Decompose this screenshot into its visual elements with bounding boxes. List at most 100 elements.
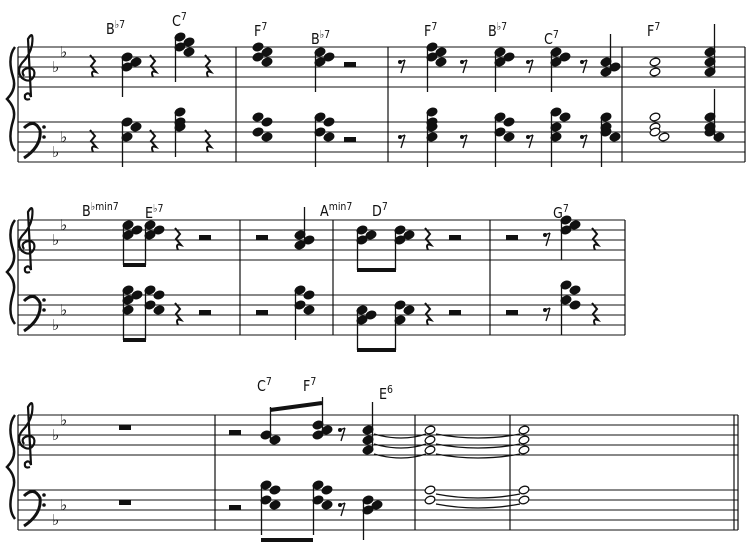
eighth-rest-icon [544, 232, 551, 236]
eighth-rest-icon [462, 134, 468, 149]
bass-clef-icon [22, 490, 42, 528]
quarter-rest-icon [149, 129, 160, 153]
tie [435, 493, 521, 499]
tie [435, 453, 521, 459]
flat-sign-icon: ♭ [60, 301, 67, 319]
eighth-rest-icon [527, 59, 534, 63]
chord-symbol: B♭min7 [82, 200, 119, 220]
chord-symbol: C7 [172, 10, 187, 30]
notehead [261, 132, 273, 142]
half-rest-icon [256, 235, 268, 240]
eighth-rest-icon [400, 134, 406, 149]
eighth-rest-icon [399, 134, 406, 138]
half-rest-icon [199, 310, 211, 315]
brace-icon [5, 414, 17, 520]
bass-clef-icon [42, 493, 46, 497]
half-rest-icon [506, 310, 518, 315]
notehead [424, 435, 436, 445]
notehead [303, 305, 315, 315]
eighth-rest-icon [340, 502, 346, 517]
flat-sign-icon: ♭ [60, 216, 67, 234]
notehead [518, 445, 530, 455]
tie [435, 433, 521, 439]
notehead [269, 435, 281, 445]
notehead [321, 485, 333, 495]
chord-symbol: F7 [254, 20, 268, 40]
tie [435, 443, 521, 449]
flat-sign-icon: ♭ [52, 231, 59, 249]
notehead [518, 425, 530, 435]
chord-symbol: E♭7 [145, 202, 164, 222]
flat-sign-icon: ♭ [52, 58, 59, 76]
notehead [183, 47, 195, 57]
flat-sign-icon: ♭ [60, 496, 67, 514]
notehead [518, 495, 530, 505]
half-rest-icon [506, 235, 518, 240]
eighth-rest-icon [461, 134, 468, 138]
eighth-rest-icon [340, 427, 346, 442]
notehead [303, 290, 315, 300]
chord-symbol: C7 [257, 375, 272, 395]
notehead [713, 132, 725, 142]
bass-clef-icon [22, 295, 42, 333]
bass-clef-icon [42, 503, 46, 507]
whole-rest-icon [119, 425, 131, 430]
bass-clef-icon [42, 308, 46, 312]
notehead [252, 52, 264, 62]
chord-symbol: B♭7 [106, 18, 126, 38]
notehead [503, 132, 515, 142]
notehead [261, 117, 273, 127]
notehead [252, 42, 264, 52]
notehead [424, 425, 436, 435]
notehead [658, 132, 670, 142]
eighth-rest-icon [527, 134, 534, 138]
tie [373, 443, 427, 449]
chord-symbol: D7 [372, 200, 388, 220]
chord-symbol: G7 [553, 202, 569, 222]
chord-symbol: F7 [647, 20, 661, 40]
tie [373, 433, 427, 439]
quarter-rest-icon [204, 129, 215, 153]
notehead [424, 495, 436, 505]
flat-sign-icon: ♭ [52, 511, 59, 529]
quarter-rest-icon [174, 227, 185, 251]
chord-symbol: C7 [544, 28, 559, 48]
brace-icon [5, 46, 17, 152]
notehead [649, 67, 661, 77]
half-rest-icon [344, 62, 356, 67]
half-rest-icon [199, 235, 211, 240]
notehead [435, 57, 447, 67]
chord-symbol: F7 [424, 20, 438, 40]
whole-rest-icon [119, 500, 131, 505]
flat-sign-icon: ♭ [52, 426, 59, 444]
eighth-rest-icon [400, 59, 406, 74]
notehead [559, 112, 571, 122]
flat-sign-icon: ♭ [52, 143, 59, 161]
flat-sign-icon: ♭ [60, 43, 67, 61]
chord-symbol: B♭7 [488, 20, 508, 40]
eighth-rest-icon [461, 59, 468, 63]
eighth-rest-icon [582, 59, 588, 74]
notehead [269, 500, 281, 510]
chord-symbol: B♭7 [311, 28, 331, 48]
half-rest-icon [344, 137, 356, 142]
chord-symbol: Amin7 [320, 200, 353, 220]
notehead [649, 127, 661, 137]
quarter-rest-icon [424, 302, 435, 326]
notehead [261, 57, 273, 67]
notehead [130, 122, 142, 132]
notehead [323, 117, 335, 127]
quarter-rest-icon [174, 302, 185, 326]
bass-clef-icon [22, 122, 42, 160]
notehead [518, 485, 530, 495]
eighth-rest-icon [528, 134, 534, 149]
notehead [323, 132, 335, 142]
notehead [569, 300, 581, 310]
half-rest-icon [449, 310, 461, 315]
half-rest-icon [229, 430, 241, 435]
notehead [518, 435, 530, 445]
notehead [649, 57, 661, 67]
half-rest-icon [449, 235, 461, 240]
bass-clef-icon [42, 135, 46, 139]
